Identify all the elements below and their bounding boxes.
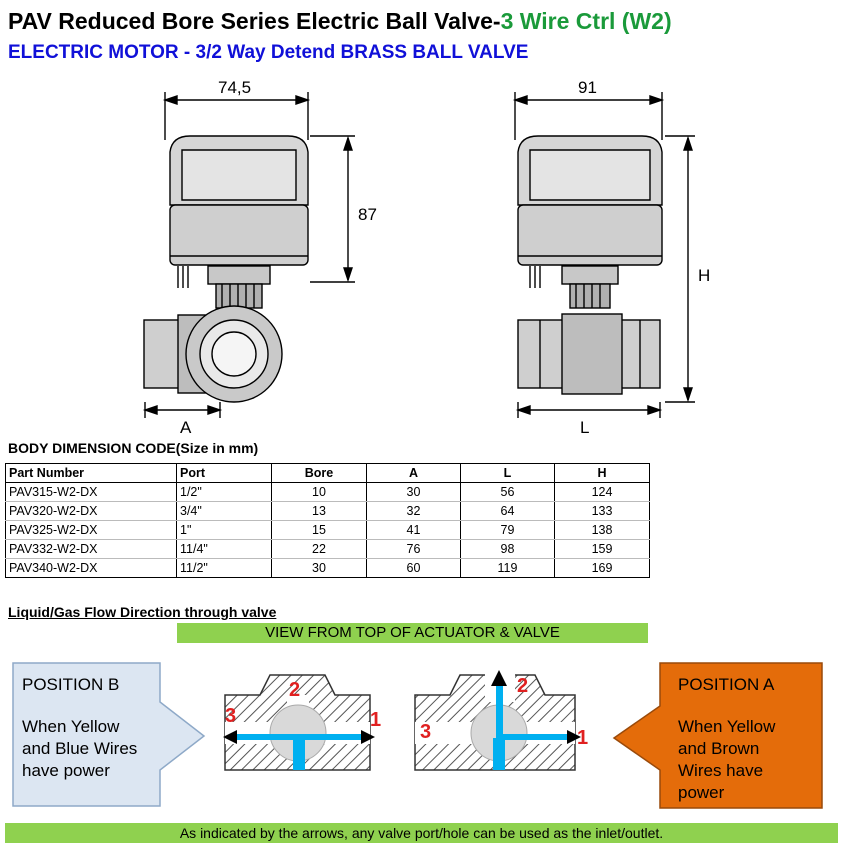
port-number-3-right: 3	[420, 721, 431, 743]
col-header-l: L	[460, 463, 555, 483]
valve-front-drawing	[512, 92, 695, 418]
cell-l: 98	[460, 539, 555, 559]
cell-bore: 15	[271, 520, 367, 540]
cell-l: 119	[460, 558, 555, 578]
cell-part-number: PAV315-W2-DX	[5, 482, 177, 502]
table-heading: BODY DIMENSION CODE(Size in mm)	[8, 440, 259, 456]
cell-port: 1"	[176, 520, 272, 540]
cell-h: 138	[554, 520, 650, 540]
position-b-callout	[12, 662, 206, 807]
footer-note: As indicated by the arrows, any valve po…	[5, 823, 838, 843]
cell-part-number: PAV340-W2-DX	[5, 558, 177, 578]
cell-bore: 10	[271, 482, 367, 502]
dim-width-right: 91	[578, 78, 597, 97]
title-accent: 3 Wire Ctrl (W2)	[500, 8, 672, 34]
position-a-title: POSITION A	[678, 675, 775, 694]
cell-a: 76	[366, 539, 461, 559]
position-a-desc: When Yellow and Brown Wires have power	[678, 717, 776, 802]
cell-part-number: PAV325-W2-DX	[5, 520, 177, 540]
title-main: PAV Reduced Bore Series Electric Ball Va…	[8, 8, 501, 34]
col-header-a: A	[366, 463, 461, 483]
port-number-1-left: 1	[370, 709, 381, 731]
position-b-title: POSITION B	[22, 675, 120, 694]
cell-h: 124	[554, 482, 650, 502]
cell-port: 11/4"	[176, 539, 272, 559]
flow-heading: Liquid/Gas Flow Direction through valve	[8, 604, 277, 620]
cell-part-number: PAV320-W2-DX	[5, 501, 177, 521]
cell-l: 56	[460, 482, 555, 502]
valve-section-b	[223, 674, 375, 771]
port-number-1-right: 1	[577, 727, 588, 749]
cell-l: 64	[460, 501, 555, 521]
cell-bore: 22	[271, 539, 367, 559]
table-row: PAV332-W2-DX 11/4" 22 76 98 159	[5, 539, 650, 559]
cell-h: 159	[554, 539, 650, 559]
position-a-text: POSITION A When Yellow and Brown Wires h…	[678, 674, 818, 804]
cell-l: 79	[460, 520, 555, 540]
cell-part-number: PAV332-W2-DX	[5, 539, 177, 559]
page-title: PAV Reduced Bore Series Electric Ball Va…	[8, 8, 672, 35]
dim-width-left: 74,5	[218, 78, 252, 97]
table-row: PAV325-W2-DX 1" 15 41 79 138	[5, 520, 650, 540]
page-subtitle: ELECTRIC MOTOR - 3/2 Way Detend BRASS BA…	[8, 42, 529, 63]
flow-diagrams: 2 3 1 2 3 1	[223, 670, 588, 771]
valve-section-a	[414, 670, 581, 771]
col-header-h: H	[554, 463, 650, 483]
valve-side-drawing	[142, 92, 355, 418]
view-label-bar: VIEW FROM TOP OF ACTUATOR & VALVE	[177, 623, 648, 643]
table-row: PAV340-W2-DX 11/2" 30 60 119 169	[5, 558, 650, 578]
table-row: PAV320-W2-DX 3/4" 13 32 64 133	[5, 501, 650, 521]
position-b-text: POSITION B When Yellow and Blue Wires ha…	[22, 674, 162, 782]
position-a-callout	[612, 662, 823, 809]
cell-a: 60	[366, 558, 461, 578]
cell-bore: 13	[271, 501, 367, 521]
cell-bore: 30	[271, 558, 367, 578]
col-header-bore: Bore	[271, 463, 367, 483]
table-row: PAV315-W2-DX 1/2" 10 30 56 124	[5, 482, 650, 502]
col-header-part-number: Part Number	[5, 463, 177, 483]
cell-h: 169	[554, 558, 650, 578]
dim-h-label: H	[698, 266, 711, 285]
table-header-row: Part Number Port Bore A L H	[5, 463, 650, 483]
cell-port: 11/2"	[176, 558, 272, 578]
cell-h: 133	[554, 501, 650, 521]
port-number-2-right: 2	[517, 675, 528, 697]
cell-a: 30	[366, 482, 461, 502]
cell-a: 41	[366, 520, 461, 540]
port-number-3-left: 3	[225, 705, 236, 727]
dimension-table: Part Number Port Bore A L H PAV315-W2-DX…	[5, 463, 650, 578]
dim-a-label: A	[180, 418, 192, 437]
col-header-port: Port	[176, 463, 272, 483]
cell-port: 1/2"	[176, 482, 272, 502]
cell-port: 3/4"	[176, 501, 272, 521]
dim-l-label: L	[580, 418, 590, 437]
position-b-desc: When Yellow and Blue Wires have power	[22, 717, 138, 780]
dim-height-left: 87	[358, 205, 377, 224]
cell-a: 32	[366, 501, 461, 521]
port-number-2-left: 2	[289, 679, 300, 701]
